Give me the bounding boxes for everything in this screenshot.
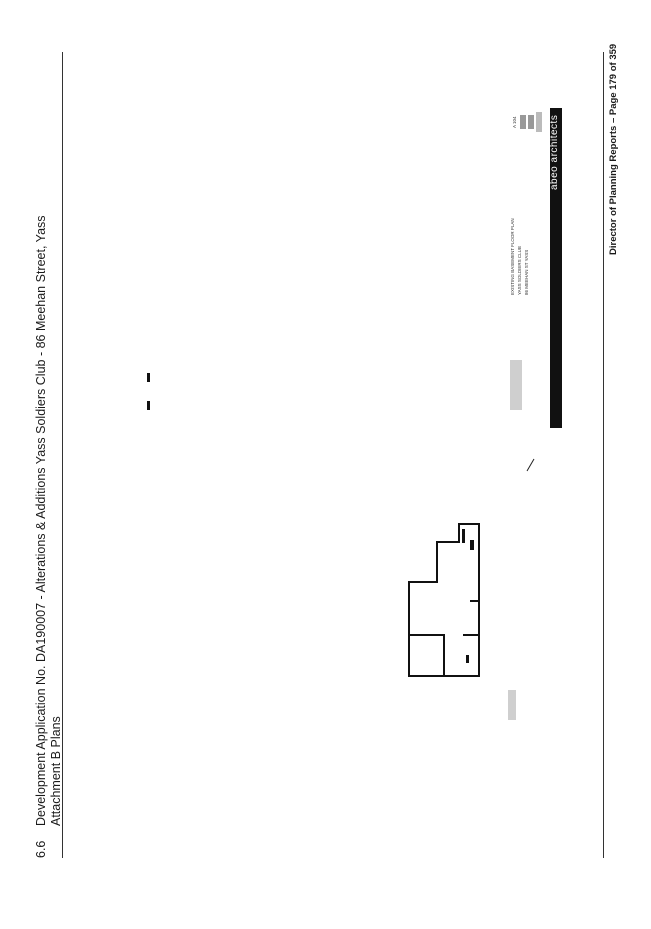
plan-wall [408,581,410,677]
header-rule [62,52,63,858]
plan-wall [408,675,480,677]
plan-wall [470,600,478,602]
footer-rule [603,52,604,858]
plan-wall [478,523,480,677]
title-block-detail [528,115,534,129]
plan-wall [410,634,445,636]
title-block-bar [550,108,562,428]
plan-wall [462,529,465,543]
plan-wall [470,540,474,550]
plan-wall [436,541,458,543]
architect-logo: abeo architects [549,114,560,190]
scan-mark [510,360,522,410]
plan-wall [408,581,438,583]
drawing-mark [147,401,150,410]
project-address: 86 MEEHAN ST YASS [524,249,529,295]
title-block-detail [520,115,526,129]
plan-wall [443,634,445,675]
plan-wall [458,523,460,543]
project-name: YASS SOLDIERS CLUB [517,246,522,295]
plan-wall [436,541,438,583]
title-block-detail [536,112,542,132]
plan-wall [458,523,480,525]
scan-mark [508,690,516,720]
sheet-number: A 104 [512,116,517,128]
plan-wall [463,634,478,636]
drawing-mark [147,373,150,382]
plan-wall [466,655,469,663]
drawing-title: EXISTING BASEMENT FLOOR PLAN [510,218,515,295]
